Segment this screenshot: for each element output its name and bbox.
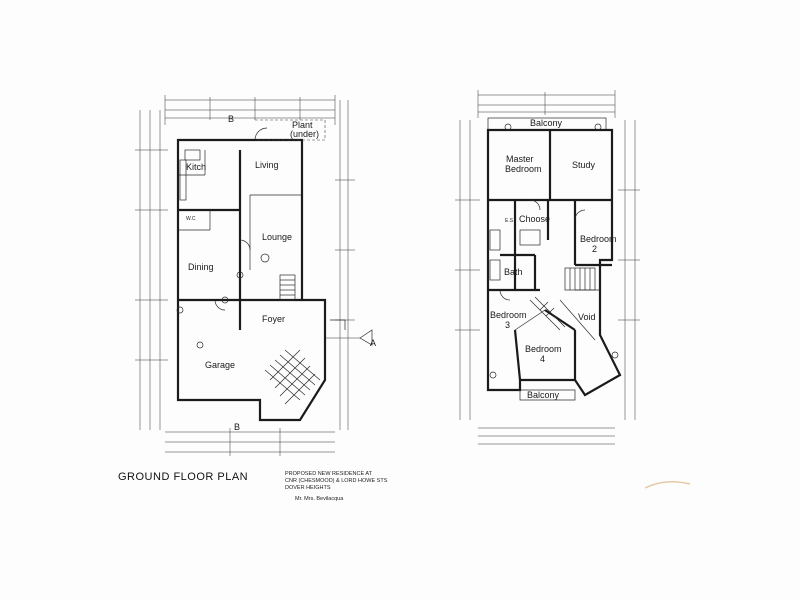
room-wc: W.C: [186, 216, 196, 222]
room-plant-sub: (under): [290, 129, 319, 139]
room-bedroom2-2: 2: [592, 244, 597, 254]
room-bedroom3-2: 3: [505, 320, 510, 330]
section-mark-right: A: [370, 338, 376, 348]
room-plant: Plant: [292, 120, 313, 130]
section-mark-top: B: [228, 114, 234, 124]
room-master-bedroom-1: Master: [506, 154, 534, 164]
note-line-1: PROPOSED NEW RESIDENCE AT: [285, 471, 373, 477]
room-master-bedroom-2: Bedroom: [505, 164, 542, 174]
room-lounge: Lounge: [262, 232, 292, 242]
room-foyer: Foyer: [262, 314, 285, 324]
room-study: Study: [572, 160, 596, 170]
room-bath: Bath: [504, 267, 523, 277]
first-floor-plan: Balcony Master Bedroom Study E.S Choose …: [455, 90, 640, 445]
room-balcony-top: Balcony: [530, 118, 563, 128]
project-notes: PROPOSED NEW RESIDENCE AT CNR (CHESMOOD)…: [285, 471, 388, 502]
note-line-4: Mr. Mrs. Bevilacqua: [295, 496, 344, 502]
room-balcony-bottom: Balcony: [527, 390, 560, 400]
room-bedroom2-1: Bedroom: [580, 234, 617, 244]
room-living: Living: [255, 160, 279, 170]
ground-stair: [264, 349, 321, 405]
room-void: Void: [578, 312, 596, 322]
note-line-3: DOVER HEIGHTS: [285, 485, 331, 491]
section-mark-bottom: B: [234, 422, 240, 432]
room-choose: Choose: [519, 214, 550, 224]
room-dining: Dining: [188, 262, 214, 272]
ground-floor-plan: Kitch Living Lounge Dining Foyer Garage …: [118, 95, 376, 483]
room-garage: Garage: [205, 360, 235, 370]
watermark-logo: [644, 481, 691, 489]
room-bedroom3-1: Bedroom: [490, 310, 527, 320]
note-line-2: CNR (CHESMOOD) & LORD HOWE STS: [285, 478, 388, 484]
room-bedroom4-2: 4: [540, 354, 545, 364]
room-bedroom4-1: Bedroom: [525, 344, 562, 354]
room-kitchen: Kitch: [186, 162, 206, 172]
room-ensuite: E.S: [505, 218, 514, 224]
ground-floor-title: GROUND FLOOR PLAN: [118, 471, 248, 483]
